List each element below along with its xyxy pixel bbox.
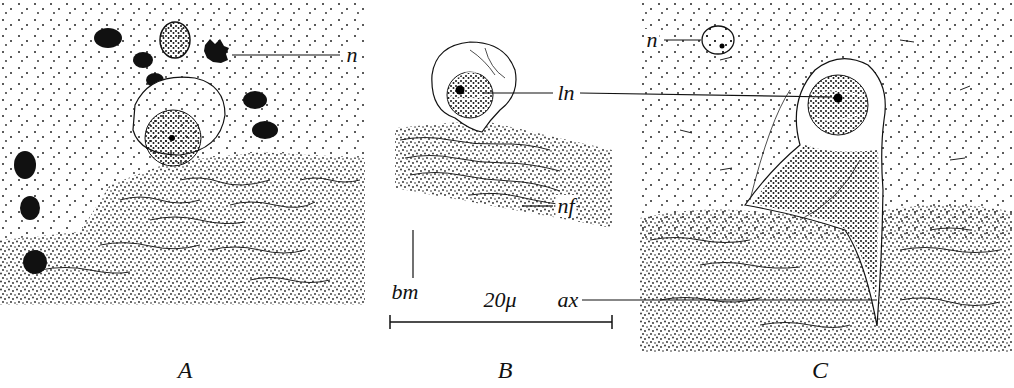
part-label: n [345,44,360,66]
scale-label: 20μ [481,289,518,311]
part-label: ln [555,82,576,104]
panel-b [390,42,612,329]
panel-letter: B [496,358,515,382]
part-label: nf [555,195,576,217]
panel-letter: C [810,358,830,382]
panel-a [0,2,370,305]
part-label: ax [556,289,581,311]
part-label: n [645,29,660,51]
panel-letter: A [176,358,195,382]
panel-c [580,2,1012,352]
part-label: bm [390,281,421,303]
